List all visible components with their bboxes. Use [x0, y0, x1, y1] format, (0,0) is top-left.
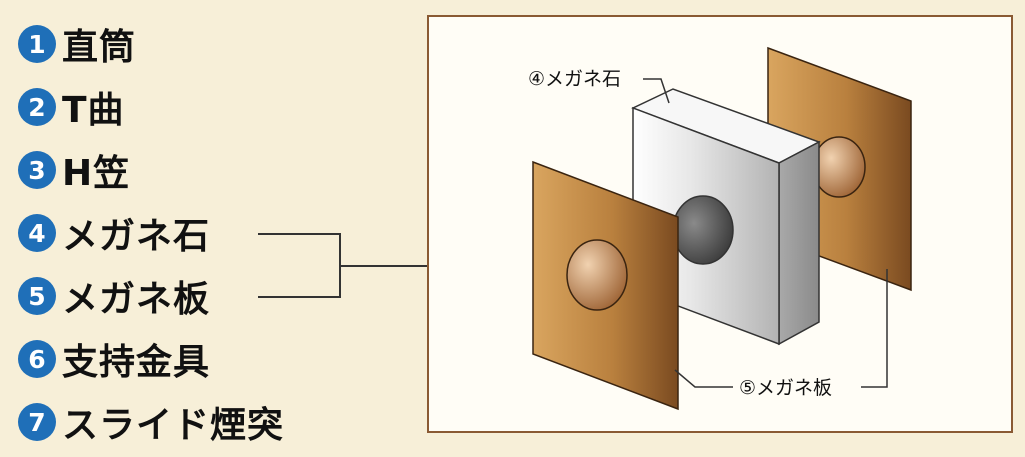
legend-label-2: T曲 — [62, 90, 125, 131]
legend-item-2: 2 T曲 — [18, 81, 125, 133]
legend-item-4: 4 メガネ石 — [18, 207, 210, 259]
legend-label-6: 支持金具 — [62, 342, 211, 383]
exploded-diagram: ④メガネ石 ⑤メガネ板 — [528, 46, 912, 411]
callout-plate-leader-back — [861, 269, 888, 388]
stone-hole — [672, 195, 734, 265]
front-plate-hole — [566, 239, 628, 311]
legend-label-5: メガネ板 — [62, 279, 211, 320]
legend-label-7: スライド煙突 — [62, 405, 285, 446]
callout-stone-label: ④メガネ石 — [528, 68, 621, 90]
callout-plate-label: ⑤メガネ板 — [739, 377, 832, 399]
legend-item-7: 7 スライド煙突 — [18, 396, 284, 448]
callout-stone-leader — [643, 78, 670, 104]
number-badge-7: 7 — [18, 403, 56, 441]
back-plate-hole — [812, 136, 866, 198]
bracket-line — [258, 233, 341, 298]
legend-label-4: メガネ石 — [62, 216, 211, 257]
front-plate — [532, 160, 679, 411]
legend-item-5: 5 メガネ板 — [18, 270, 210, 322]
number-badge-4: 4 — [18, 214, 56, 252]
number-badge-2: 2 — [18, 88, 56, 126]
stone-side — [778, 140, 820, 346]
legend-label-1: 直筒 — [62, 27, 137, 68]
diagram-panel: ④メガネ石 ⑤メガネ板 — [427, 15, 1013, 433]
number-badge-5: 5 — [18, 277, 56, 315]
legend-item-6: 6 支持金具 — [18, 333, 210, 385]
legend-label-3: H笠 — [62, 153, 131, 194]
number-badge-6: 6 — [18, 340, 56, 378]
legend-item-3: 3 H笠 — [18, 144, 130, 196]
number-badge-3: 3 — [18, 151, 56, 189]
legend-item-1: 1 直筒 — [18, 18, 136, 70]
callout-plate-leader-front — [674, 369, 733, 388]
number-badge-1: 1 — [18, 25, 56, 63]
